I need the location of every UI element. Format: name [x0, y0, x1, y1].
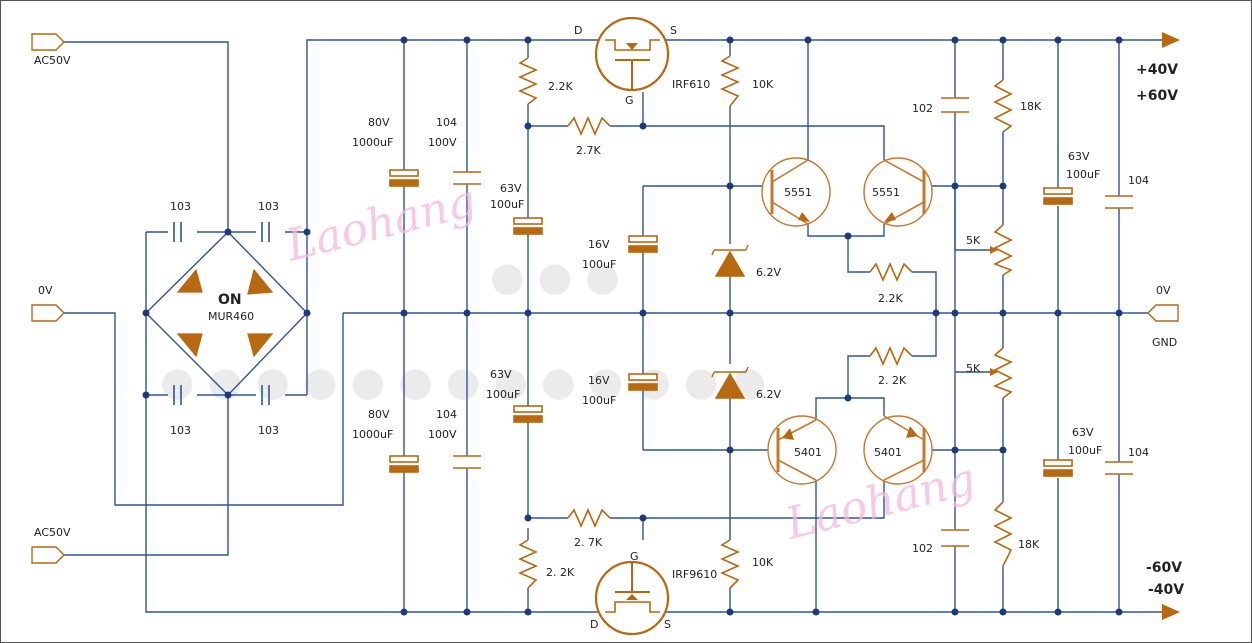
cap-104-label: 104 — [436, 116, 457, 129]
cap-voltage: 16V — [588, 374, 610, 387]
pot-wipers — [990, 246, 998, 376]
cap-value: 100uF — [582, 394, 616, 407]
mosfet-pin: D — [574, 24, 582, 37]
zener-label: 6.2V — [756, 388, 781, 401]
bridge-cap-label: 103 — [258, 200, 279, 213]
input-connectors — [31, 33, 1179, 564]
zener-icon — [714, 250, 746, 277]
gnd-output-terminal — [1147, 304, 1179, 322]
resistor-label: 2. 2K — [546, 566, 575, 579]
cap-value: 100uF — [490, 198, 524, 211]
output-voltage-label: +40V — [1136, 62, 1178, 78]
diode-icon — [247, 268, 274, 295]
cap-value: 100uF — [486, 388, 520, 401]
resistor-label: 2.7K — [576, 144, 601, 157]
gnd-label: GND — [1152, 336, 1177, 349]
mosfet-pin: D — [590, 618, 598, 631]
output-arrows — [1162, 32, 1180, 620]
pnp-transistor-left — [767, 415, 837, 485]
mosfet-bottom — [594, 560, 670, 636]
zener-icon — [714, 372, 746, 399]
labels: AC50V 0V AC50V ON MUR460 103 103 103 103… — [34, 24, 1184, 631]
cap-104-voltage: 100V — [428, 428, 457, 441]
cap-voltage: 63V — [490, 368, 512, 381]
filter-cap-voltage: 80V — [368, 116, 390, 129]
cap-label: 104 — [1128, 446, 1149, 459]
bridge-cap-label: 103 — [170, 424, 191, 437]
zero-output-label: 0V — [1156, 284, 1171, 297]
bridge-label: ON — [218, 292, 242, 308]
pot-label: 5K — [966, 234, 981, 247]
zero-input-label: 0V — [38, 284, 53, 297]
diode-icon — [176, 268, 203, 293]
pnp-transistor-right — [863, 415, 933, 485]
cap-label: 102 — [912, 102, 933, 115]
wires — [62, 39, 1162, 613]
bridge-rectifier — [173, 222, 274, 405]
bridge-cap-label: 103 — [258, 424, 279, 437]
svg-text:● ● ● ● ● ● ● ● ● ● ● ● ●: ● ● ● ● ● ● ● ● ● ● ● ● ● — [160, 359, 766, 405]
cap-voltage: 16V — [588, 238, 610, 251]
zener-diodes — [711, 244, 749, 399]
output-voltage-label: -40V — [1148, 582, 1184, 598]
cap-label: 104 — [1128, 174, 1149, 187]
resistors — [518, 55, 1013, 589]
mosfet-part: IRF610 — [672, 78, 710, 91]
mosfet-pin: G — [625, 94, 634, 107]
bridge-cap-label: 103 — [170, 200, 191, 213]
cap-value: 100uF — [1068, 444, 1102, 457]
transistor-label: 5551 — [784, 186, 812, 199]
output-voltage-label: -60V — [1146, 560, 1182, 576]
ac-top-terminal — [31, 33, 65, 51]
negative-output-arrow — [1162, 604, 1180, 620]
filter-cap-value: 1000uF — [352, 136, 393, 149]
cap-104-label: 104 — [436, 408, 457, 421]
mosfet-pin: S — [664, 618, 671, 631]
cap-value: 100uF — [582, 258, 616, 271]
npn-transistor-left — [761, 157, 831, 227]
resistor-label: 2. 7K — [574, 536, 603, 549]
resistor-label: 18K — [1018, 538, 1040, 551]
cap-value: 100uF — [1066, 168, 1100, 181]
cap-voltage: 63V — [1068, 150, 1090, 163]
resistor-label: 10K — [752, 78, 774, 91]
resistor-label: 2.2K — [548, 80, 573, 93]
positive-output-arrow — [1162, 32, 1180, 48]
transistor-label: 5551 — [872, 186, 900, 199]
svg-text:● ● ●: ● ● ● — [490, 254, 620, 300]
bridge-part-label: MUR460 — [208, 310, 254, 323]
mosfet-part: IRF9610 — [672, 568, 717, 581]
mosfet-top — [594, 16, 670, 92]
transistor-label: 5401 — [874, 446, 902, 459]
ceramic-caps — [453, 97, 1133, 547]
diode-icon — [247, 333, 274, 358]
ac-bottom-terminal — [31, 546, 65, 564]
filter-cap-voltage: 80V — [368, 408, 390, 421]
filter-cap-value: 1000uF — [352, 428, 393, 441]
diode-icon — [176, 333, 203, 358]
electrolytic-caps — [389, 169, 1073, 477]
mosfet-pin: G — [630, 550, 639, 563]
output-voltage-label: +60V — [1136, 88, 1178, 104]
zero-input-terminal — [31, 304, 65, 322]
cap-voltage: 63V — [500, 182, 522, 195]
transistor-label: 5401 — [794, 446, 822, 459]
mosfet-pin: S — [670, 24, 677, 37]
background-ghost-text: ● ● ● ● ● ● ● ● ● ● ● ● ● ● ● ● — [160, 254, 766, 405]
resistor-label: 10K — [752, 556, 774, 569]
junction-nodes — [142, 36, 1123, 616]
resistor-label: 2.2K — [878, 292, 903, 305]
resistor-label: 18K — [1020, 100, 1042, 113]
cap-104-voltage: 100V — [428, 136, 457, 149]
pot-label: 5K — [966, 362, 981, 375]
zener-label: 6.2V — [756, 266, 781, 279]
cap-voltage: 63V — [1072, 426, 1094, 439]
cap-label: 102 — [912, 542, 933, 555]
resistor-label: 2. 2K — [878, 374, 907, 387]
npn-transistor-right — [863, 157, 933, 227]
ac-top-label: AC50V — [34, 54, 71, 67]
ac-bottom-label: AC50V — [34, 526, 71, 539]
